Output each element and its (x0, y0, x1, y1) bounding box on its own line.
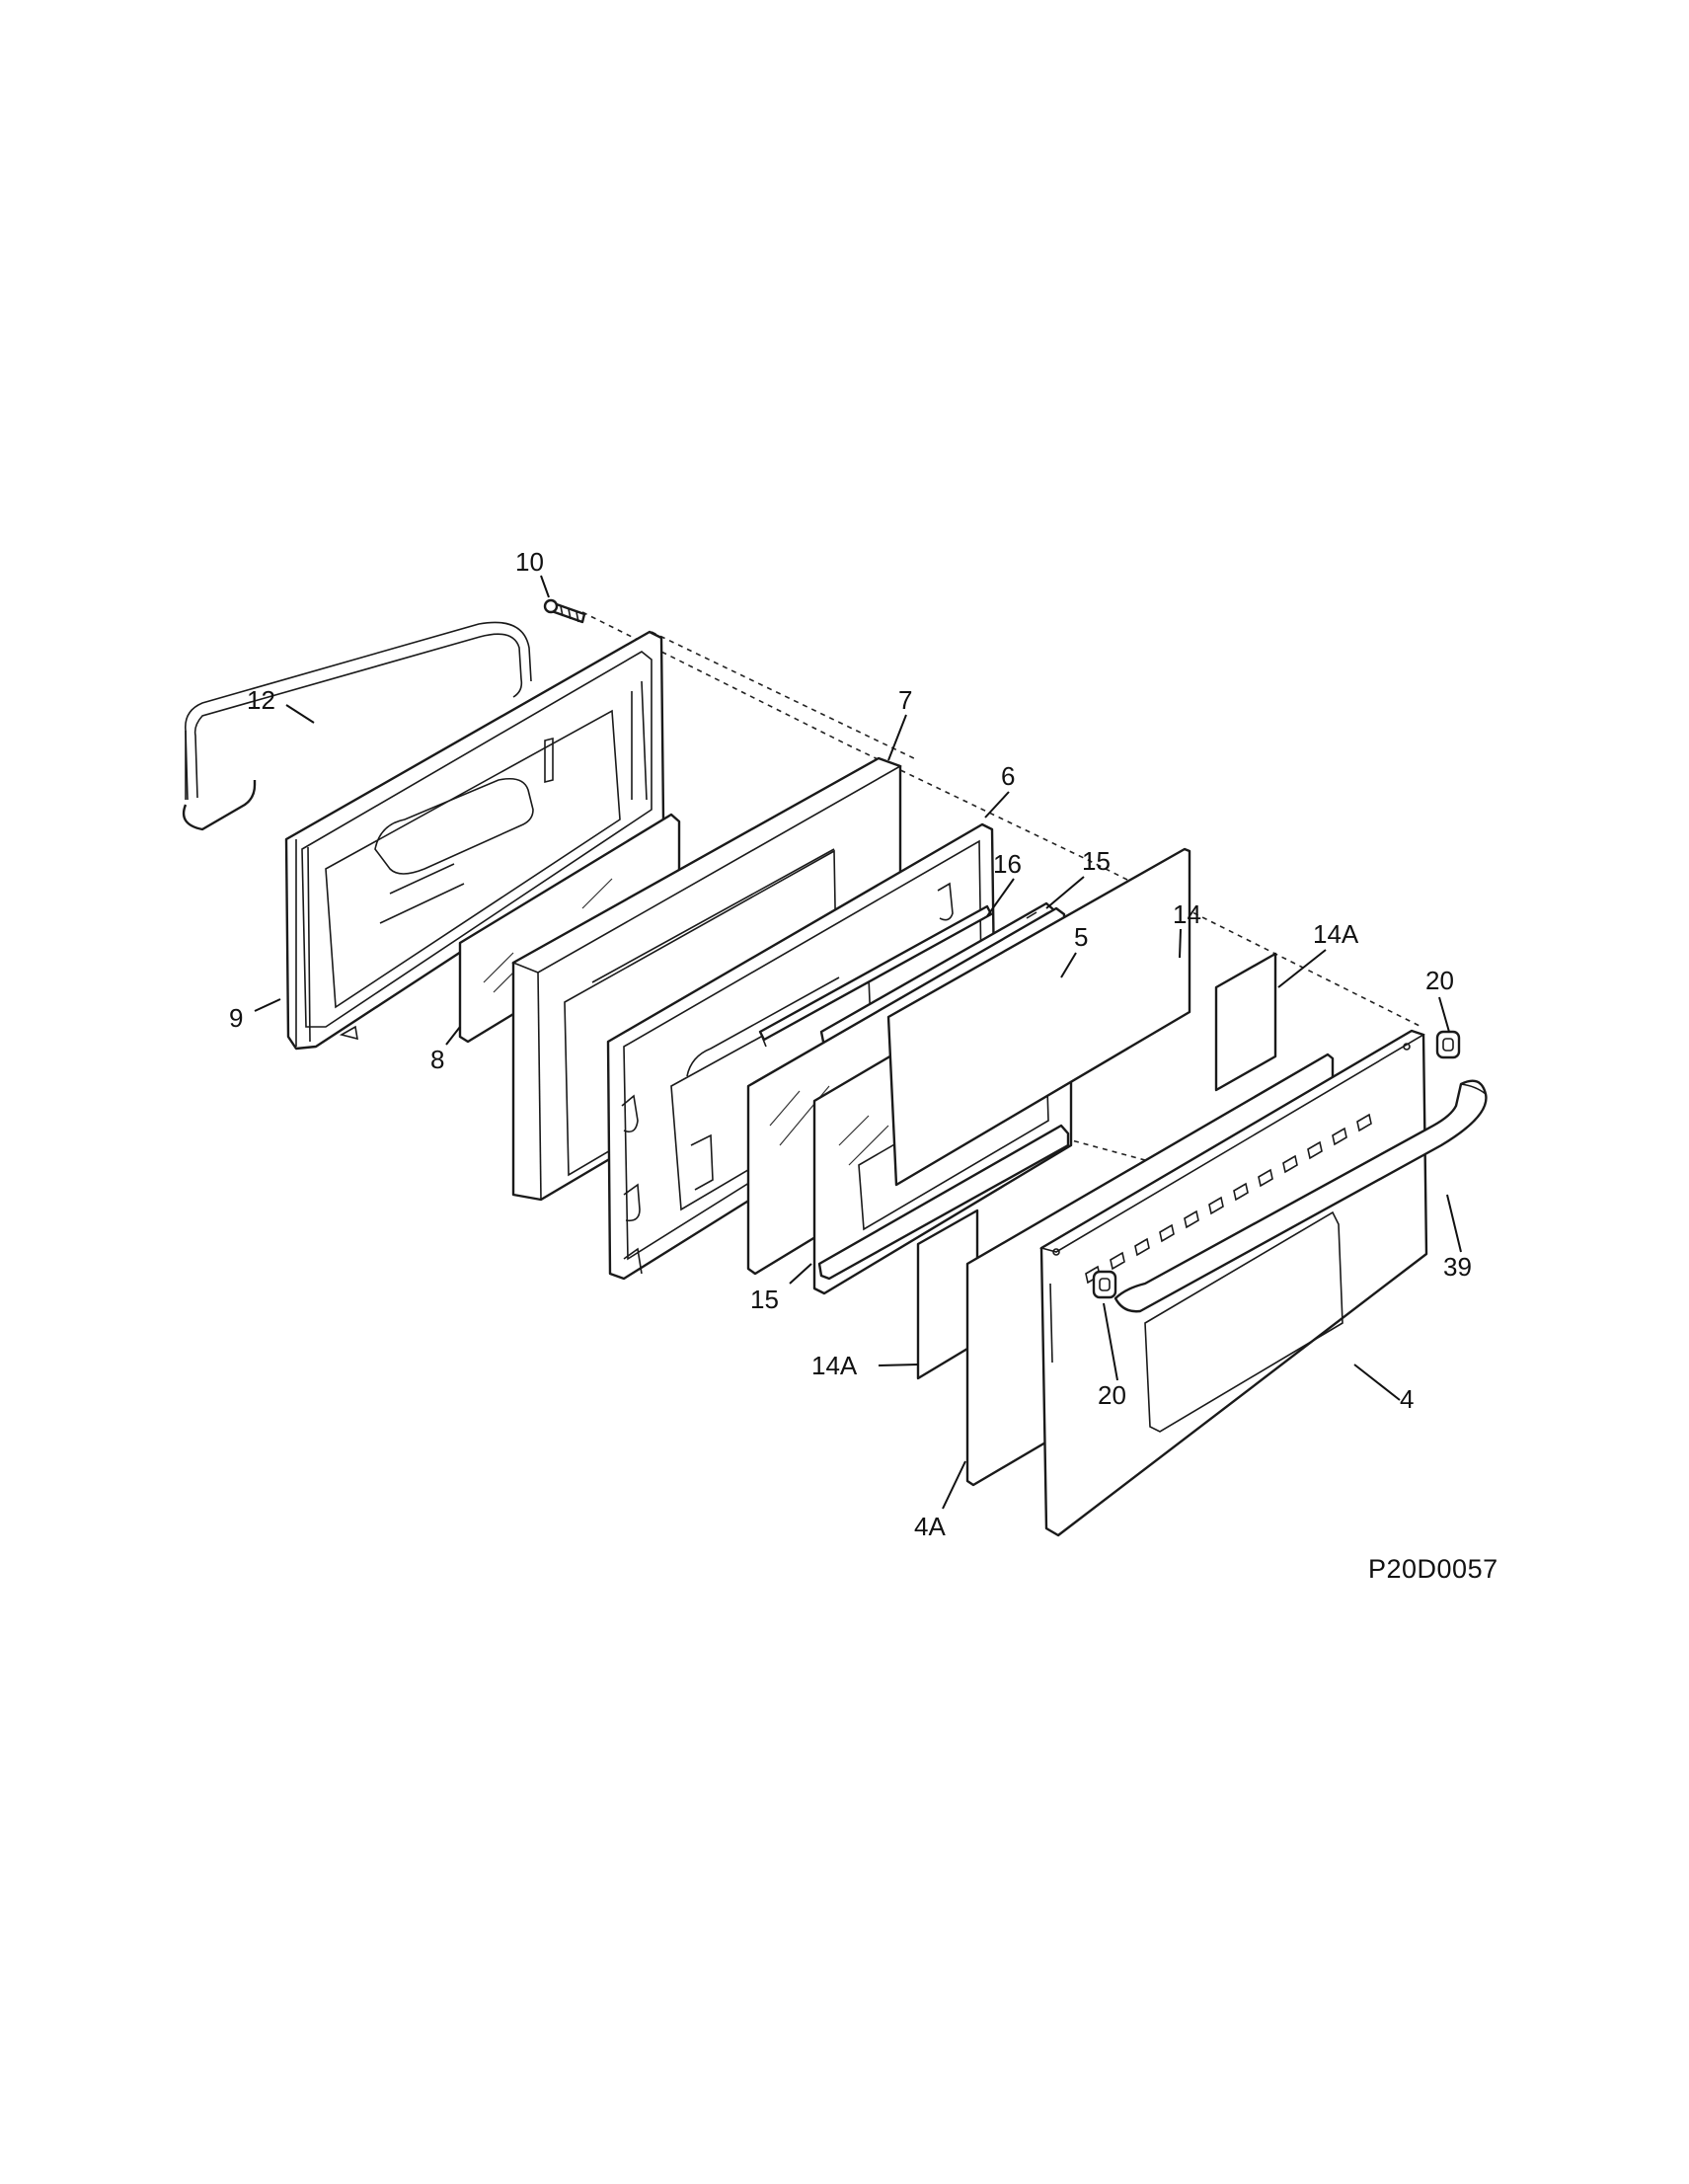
callout-6: 6 (1001, 761, 1015, 791)
part-12-door-gasket (182, 621, 532, 831)
callout-15-top: 15 (1082, 846, 1111, 876)
leader-lines (254, 575, 1462, 1510)
callout-14A-bottom: 14A (811, 1351, 858, 1380)
callout-12: 12 (247, 685, 275, 715)
part-20-upper-handle-cap (1435, 1030, 1461, 1059)
part-9-inner-door-liner (284, 630, 665, 1051)
callout-7: 7 (898, 685, 912, 715)
callout-20-bottom: 20 (1098, 1380, 1126, 1410)
callout-14A-top: 14A (1313, 919, 1359, 949)
part-39-door-handle (1113, 1079, 1488, 1313)
callout-10: 10 (515, 547, 544, 577)
part-16-glass-bracket (758, 904, 993, 1048)
callout-4: 4 (1400, 1384, 1414, 1414)
callout-4A: 4A (914, 1512, 946, 1541)
callout-14: 14 (1173, 899, 1201, 929)
callout-15-bottom: 15 (750, 1285, 779, 1314)
callout-20-top: 20 (1425, 966, 1454, 995)
part-20-lower-handle-cap (1092, 1270, 1117, 1299)
part-10-screw (543, 598, 586, 624)
part-15-lower-rail (817, 1124, 1070, 1281)
diagram-reference-code: P20D0057 (1368, 1554, 1498, 1584)
part-14-insulation-sheet (886, 847, 1191, 1187)
callout-labels: 10 12 9 8 7 6 16 15 5 14 14A 20 39 15 14… (229, 547, 1472, 1541)
callout-8: 8 (430, 1045, 444, 1074)
callout-39: 39 (1443, 1252, 1472, 1282)
callout-16: 16 (993, 849, 1022, 879)
callout-5: 5 (1074, 922, 1088, 952)
callout-9: 9 (229, 1003, 243, 1033)
part-14A-upper-insert (1214, 952, 1277, 1092)
